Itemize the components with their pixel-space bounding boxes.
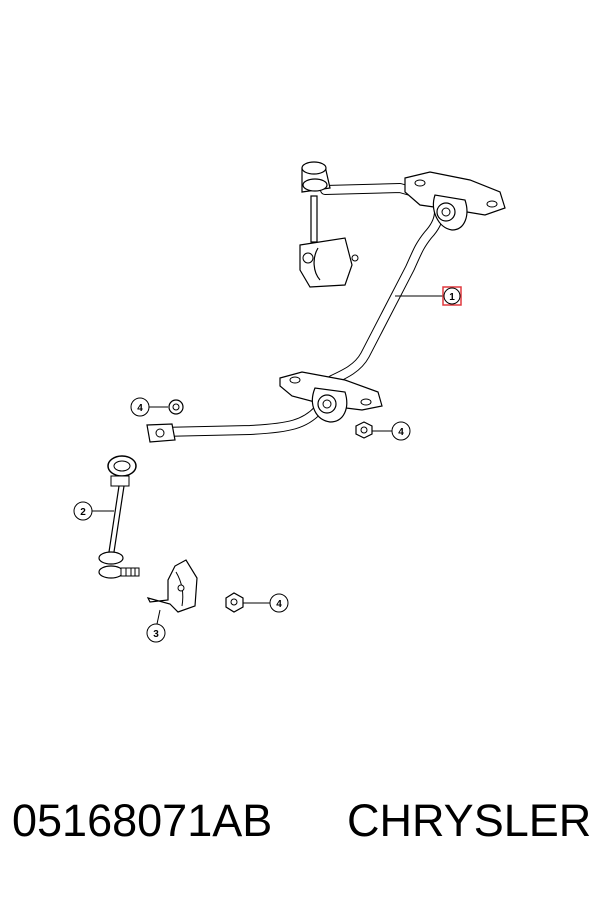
brand-name: CHRYSLER (347, 795, 592, 846)
callout-4-number: 4 (137, 403, 143, 414)
nut-lower (225, 592, 244, 613)
stabilizer-bar-diagram: 1 2 3 4 4 4 (73, 161, 506, 643)
washer (168, 399, 184, 415)
stabilizer-bar (146, 183, 444, 443)
callout-4-number: 4 (276, 599, 282, 610)
callout-3-number: 3 (153, 629, 159, 640)
callout-4-number: 4 (398, 427, 404, 438)
callout-1-number: 1 (449, 292, 455, 303)
callout-1: 1 (442, 286, 462, 306)
part-caption: 05168071AB CHRYSLER (0, 795, 600, 865)
nut-upper (355, 421, 373, 439)
upper-bushing-bracket (404, 171, 506, 231)
callout-2-number: 2 (80, 507, 86, 518)
callout-3: 3 (146, 623, 166, 643)
callout-4-nut-upper: 4 (391, 421, 411, 441)
sway-bar-link (98, 455, 140, 579)
callout-4-nut-lower: 4 (269, 593, 289, 613)
callout-2: 2 (73, 501, 93, 521)
part-number: 05168071AB (12, 795, 273, 846)
lower-bushing-bracket (279, 371, 383, 423)
retainer-bracket (146, 559, 198, 613)
upper-link-assembly (299, 161, 359, 288)
callout-4-washer: 4 (130, 397, 150, 417)
leader-lines (92, 295, 443, 625)
callout-highlight (442, 286, 462, 306)
